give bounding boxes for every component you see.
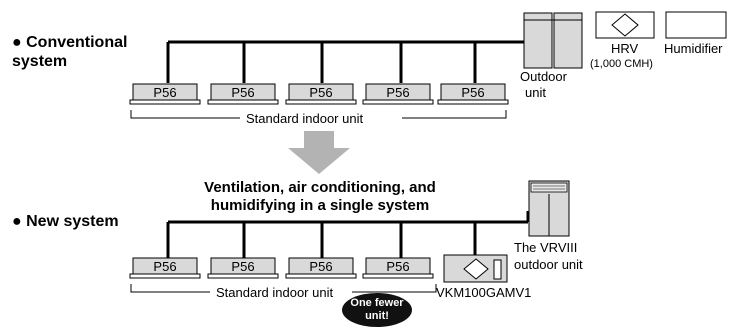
badge-text-line2: unit! [365, 310, 389, 322]
humidifier-unit [665, 11, 727, 39]
vrv-outdoor-unit [528, 180, 570, 237]
hrv-capacity: (1,000 CMH) [590, 58, 653, 70]
hrv-unit [595, 11, 655, 39]
conventional-heading-line2: system [12, 53, 68, 70]
conventional-indoor-unit: P56 [207, 83, 279, 105]
hrv-label: HRV [611, 41, 639, 56]
new-indoor-unit: P56 [129, 257, 201, 279]
new-indoor-unit: P56 [207, 257, 279, 279]
indoor-unit-label: P56 [309, 85, 332, 100]
conventional-indoor-unit: P56 [437, 83, 509, 105]
humidifier-label: Humidifier [664, 41, 723, 56]
outdoor-unit-label-line2: unit [525, 85, 546, 100]
transition-text: Ventilation, air conditioning, and [204, 179, 436, 196]
indoor-unit-label: P56 [231, 85, 254, 100]
new-indoor-unit: P56 [362, 257, 434, 279]
new-indoor-unit: P56 [285, 257, 357, 279]
one-fewer-badge [342, 293, 412, 327]
conventional-bracket [130, 110, 507, 119]
indoor-unit-label: P56 [231, 259, 254, 274]
transition-text-line2: humidifying in a single system [210, 197, 430, 214]
badge-text: One fewer [350, 297, 404, 309]
conventional-indoor-unit: P56 [285, 83, 357, 105]
vrv-outdoor-label-line2: outdoor unit [514, 257, 583, 272]
new-system-heading: ● New system [12, 213, 119, 230]
vrv-outdoor-label: The VRVIII [514, 240, 578, 255]
conventional-bracket-label: Standard indoor unit [246, 111, 364, 126]
conventional-indoor-unit: P56 [129, 83, 201, 105]
conventional-outdoor-unit [523, 12, 583, 69]
new-bracket-label: Standard indoor unit [216, 285, 334, 300]
new-bracket [130, 284, 437, 293]
outdoor-unit-label: Outdoor [520, 69, 567, 84]
vkm-unit [443, 254, 508, 283]
down-arrow [288, 131, 350, 174]
indoor-unit-label: P56 [461, 85, 484, 100]
indoor-unit-label: P56 [309, 259, 332, 274]
indoor-unit-label: P56 [153, 259, 176, 274]
vkm-label: VKM100GAMV1 [436, 285, 532, 300]
conventional-indoor-unit: P56 [362, 83, 434, 105]
conventional-heading: ● Conventional [12, 34, 128, 51]
indoor-unit-label: P56 [386, 259, 409, 274]
indoor-unit-label: P56 [153, 85, 176, 100]
indoor-unit-label: P56 [386, 85, 409, 100]
